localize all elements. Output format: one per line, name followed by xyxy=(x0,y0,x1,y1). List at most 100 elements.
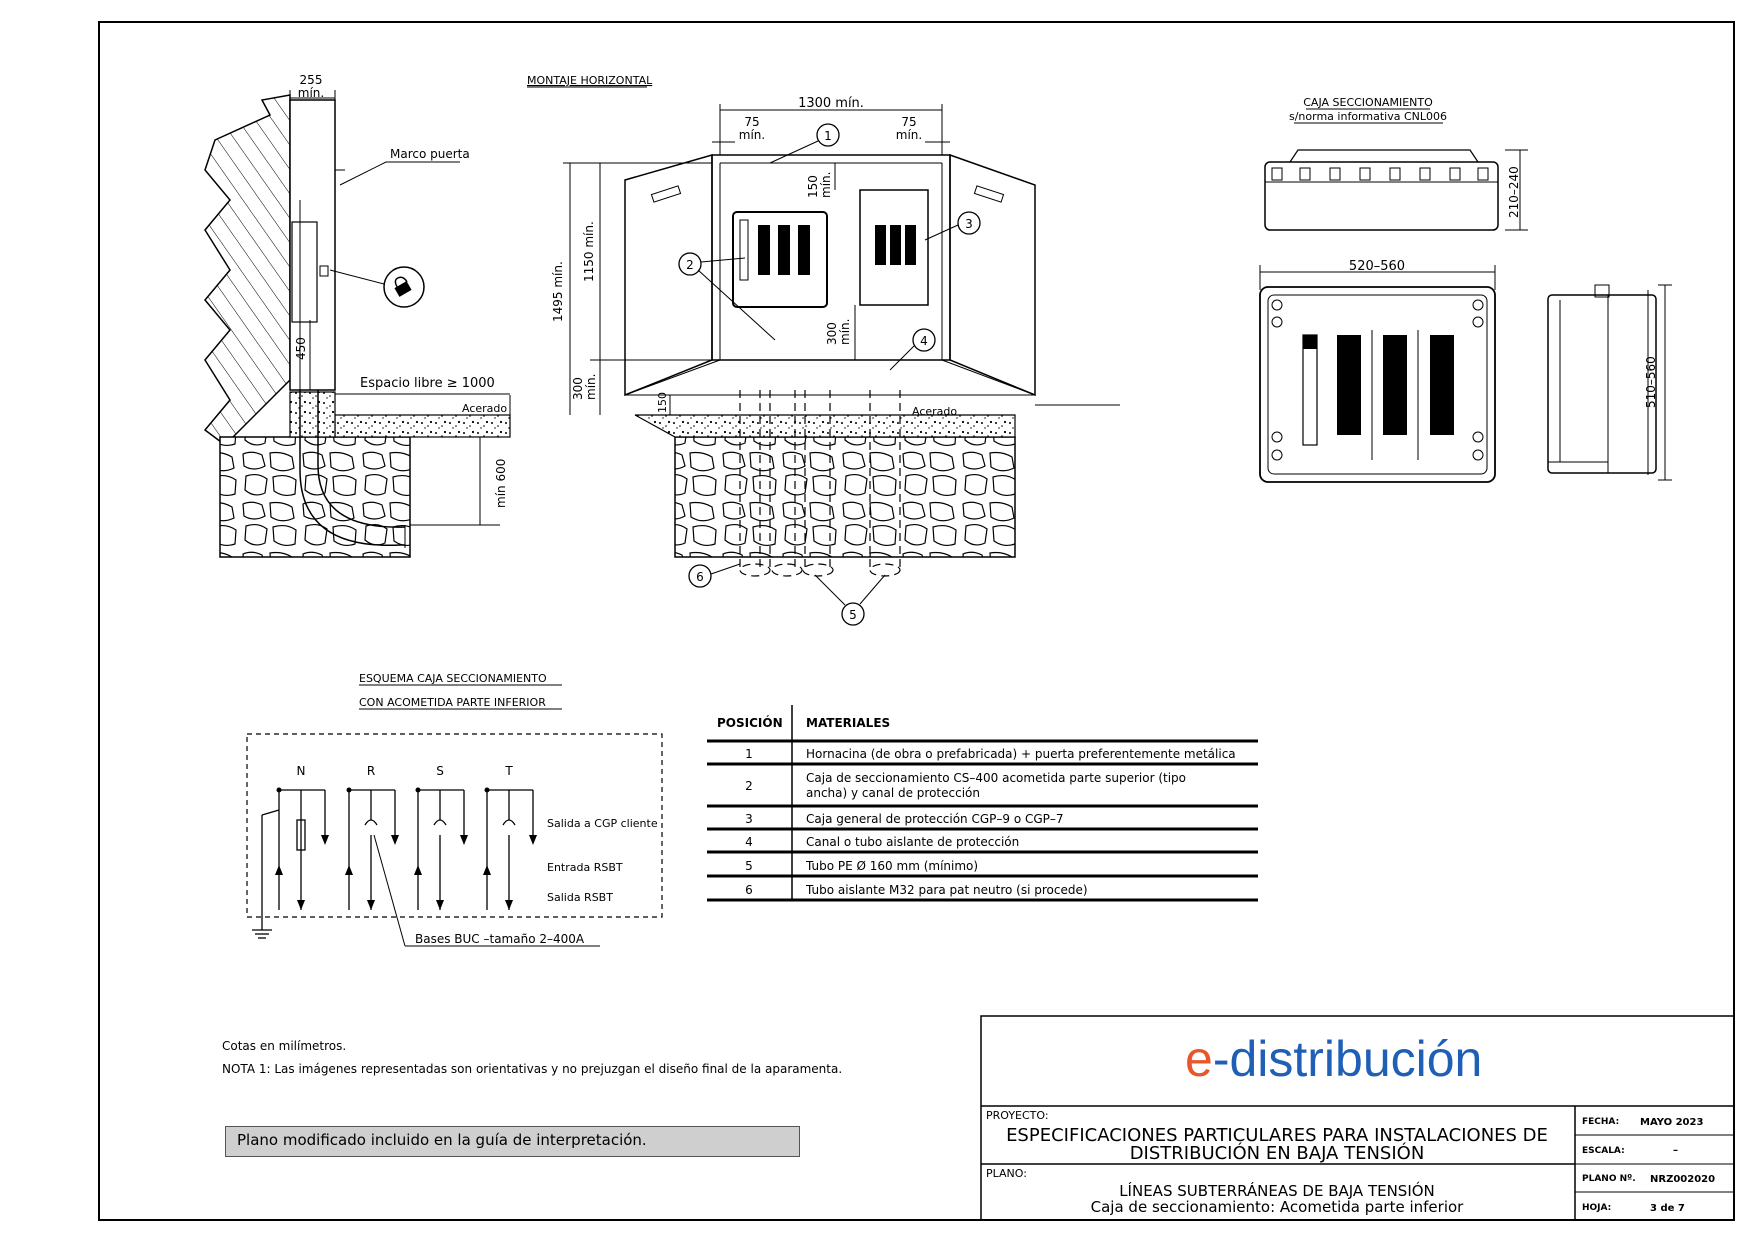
proyecto-line1: ESPECIFICACIONES PARTICULARES PARA INSTA… xyxy=(1006,1125,1548,1146)
dim-255-unit: mín. xyxy=(298,86,324,100)
sidewalk-label-front: Acerado xyxy=(912,405,957,418)
row-6-text: Tubo aislante M32 para pat neutro (si pr… xyxy=(805,883,1088,897)
dim-450: 450 xyxy=(294,337,308,360)
row-6-pos: 6 xyxy=(745,883,753,897)
plano-label: PLANO: xyxy=(986,1167,1027,1180)
wall-niche xyxy=(289,99,336,391)
svg-text:2: 2 xyxy=(686,258,694,272)
box-top-view xyxy=(1264,161,1499,231)
phase-s: S xyxy=(436,764,444,778)
plano-n-label: PLANO Nº. xyxy=(1582,1174,1636,1184)
label-out-rsbt: Salida RSBT xyxy=(547,891,613,904)
svg-text:5: 5 xyxy=(849,608,857,622)
cable-curve xyxy=(299,390,406,547)
escala-value: – xyxy=(1673,1145,1678,1156)
niche-body xyxy=(711,154,951,361)
row-2-text2: ancha) y canal de protección xyxy=(806,786,980,800)
svg-text:6: 6 xyxy=(696,570,704,584)
hoja-value: 3 de 7 xyxy=(1650,1203,1685,1214)
note-1: NOTA 1: Las imágenes representadas son o… xyxy=(222,1062,842,1076)
phase-n: N xyxy=(297,764,306,778)
section-box xyxy=(291,221,318,323)
svg-text:3: 3 xyxy=(965,217,973,231)
dim-1495: 1495 mín. xyxy=(551,261,565,322)
row-2-text: Caja de seccionamiento CS–400 acometida … xyxy=(806,771,1186,785)
label-out-cgp: Salida a CGP cliente xyxy=(547,817,658,830)
wall-hatch xyxy=(203,94,291,446)
dim-300b-unit: mín. xyxy=(838,319,852,345)
front-cgp xyxy=(859,189,929,306)
box-views: CAJA SECCIONAMIENTO s/norma informativa … xyxy=(1259,96,1672,483)
svg-text:1: 1 xyxy=(824,129,832,143)
row-3-pos: 3 xyxy=(745,812,753,826)
tubes xyxy=(739,390,901,577)
sidewalk-label-left: Acerado xyxy=(462,402,507,415)
dim-1150: 1150 mín. xyxy=(582,221,596,282)
door-frame-label: Marco puerta xyxy=(390,147,470,161)
front-view-title: MONTAJE HORIZONTAL xyxy=(527,74,653,87)
dim-150b: 150 xyxy=(656,392,669,413)
section-view: 255 mín. Marco puerta 450 Espacio libre … xyxy=(203,73,511,558)
schema-title-1: ESQUEMA CAJA SECCIONAMIENTO xyxy=(359,672,547,685)
page-border xyxy=(98,21,1735,1221)
dim-520-560: 520–560 xyxy=(1349,259,1405,274)
plano-line1: LÍNEAS SUBTERRÁNEAS DE BAJA TENSIÓN xyxy=(1119,1181,1435,1200)
schema-circuits xyxy=(252,789,534,939)
phase-r: R xyxy=(367,764,375,778)
schema-arrows xyxy=(275,787,537,910)
box-front-view xyxy=(1259,286,1496,483)
ground-stones-left xyxy=(219,436,411,558)
logo-e: e xyxy=(1185,1031,1213,1087)
sidewalk-wall xyxy=(289,391,336,438)
box-title-2: s/norma informativa CNL006 xyxy=(1289,110,1447,123)
dim-75a-unit: mín. xyxy=(739,128,765,142)
label-in-rsbt: Entrada RSBT xyxy=(547,861,623,874)
ground-stones-front xyxy=(674,436,1016,558)
lock-icon xyxy=(319,265,425,308)
callout-1: 1 xyxy=(769,123,840,164)
note-units: Cotas en milímetros. xyxy=(222,1039,346,1053)
e-distribucion-logo: e-distribución xyxy=(1185,1030,1585,1090)
sidewalk-front xyxy=(634,414,1016,438)
row-4-text: Canal o tubo aislante de protección xyxy=(806,835,1019,849)
callout-3: 3 xyxy=(924,211,981,241)
dim-75b-unit: mín. xyxy=(896,128,922,142)
fecha-label: FECHA: xyxy=(1582,1117,1619,1127)
proyecto-label: PROYECTO: xyxy=(986,1109,1049,1122)
materials-table: POSICIÓN MATERIALES 1 Hornacina (de obra… xyxy=(707,705,1258,902)
modified-plan-note: Plano modificado incluido en la guía de … xyxy=(225,1126,800,1157)
row-1-pos: 1 xyxy=(745,747,753,761)
row-5-text: Tubo PE Ø 160 mm (mínimo) xyxy=(805,859,978,873)
dim-1300: 1300 mín. xyxy=(798,96,864,111)
row-4-pos: 4 xyxy=(745,835,753,849)
svg-text:4: 4 xyxy=(920,334,928,348)
box-title-1: CAJA SECCIONAMIENTO xyxy=(1303,96,1433,109)
callout-2: 2 xyxy=(678,252,776,341)
dim-150: 150 xyxy=(806,175,820,198)
sidewalk-left xyxy=(334,414,511,438)
dim-510-560: 510–560 xyxy=(1644,356,1658,408)
hoja-label: HOJA: xyxy=(1582,1203,1611,1213)
schema: ESQUEMA CAJA SECCIONAMIENTO CON ACOMETID… xyxy=(246,672,663,947)
callout-4: 4 xyxy=(889,328,936,371)
dim-300a: 300 xyxy=(571,377,585,400)
box-side-view xyxy=(1547,294,1657,474)
row-2-pos: 2 xyxy=(745,779,753,793)
col-mat-header: MATERIALES xyxy=(806,716,890,730)
free-space-label: Espacio libre ≥ 1000 xyxy=(360,376,495,391)
left-door xyxy=(624,154,713,397)
dim-255: 255 xyxy=(300,73,323,87)
label-bases: Bases BUC –tamaño 2–400A xyxy=(415,932,585,946)
callout-6: 6 xyxy=(688,563,741,588)
dim-300a-unit: mín. xyxy=(584,374,598,400)
plano-n-value: NRZ002020 xyxy=(1650,1174,1715,1185)
schema-title-2: CON ACOMETIDA PARTE INFERIOR xyxy=(359,696,546,709)
proyecto-line2: DISTRIBUCIÓN EN BAJA TENSIÓN xyxy=(1130,1142,1425,1164)
dim-150-unit: mín. xyxy=(819,172,833,198)
escala-label: ESCALA: xyxy=(1582,1146,1625,1156)
callout-5: 5 xyxy=(814,574,886,626)
logo-text: -distribución xyxy=(1212,1031,1483,1087)
title-block: PROYECTO: ESPECIFICACIONES PARTICULARES … xyxy=(980,1015,1735,1221)
dim-75b: 75 xyxy=(901,115,916,129)
